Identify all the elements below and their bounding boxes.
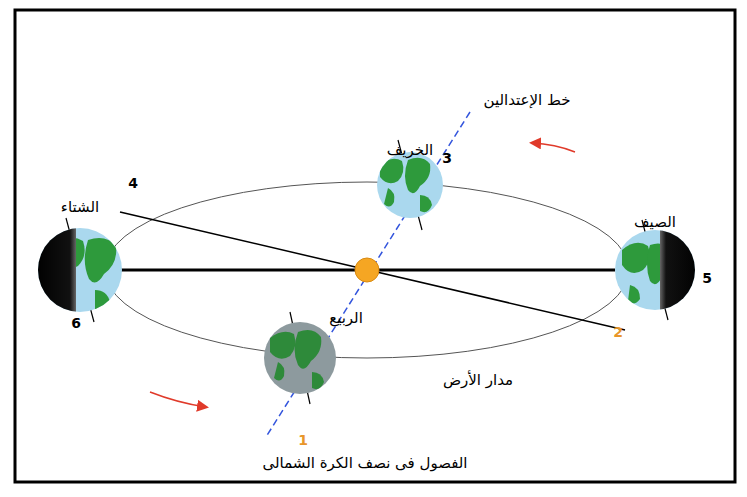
sun <box>355 258 379 282</box>
callout-number: 1 <box>295 432 311 449</box>
season-label: الربيع <box>329 309 363 327</box>
earth-globe <box>377 140 443 230</box>
season-label: الصيف <box>634 213 676 231</box>
callout-number: 2 <box>613 324 623 341</box>
callout-number: 6 <box>71 315 81 332</box>
earth-globe <box>264 312 336 404</box>
orbit-label: مدار الأرض <box>443 371 513 389</box>
orbit <box>105 182 629 358</box>
season-label: الشتاء <box>61 198 99 216</box>
caption: الفصول فى نصف الكرة الشمالى <box>262 454 467 472</box>
direction-arrow <box>532 143 575 152</box>
earth-globe <box>36 218 122 322</box>
earth-globe <box>615 220 700 320</box>
callout-number: 4 <box>128 175 138 192</box>
axis-label: خط الإعتدالين <box>480 91 573 109</box>
diagonal-line <box>120 212 625 330</box>
frame <box>15 10 735 482</box>
season-label: الخريف <box>387 141 433 159</box>
callout-number: 5 <box>702 270 712 287</box>
direction-arrow <box>150 392 206 407</box>
callout-number: 3 <box>442 150 452 167</box>
